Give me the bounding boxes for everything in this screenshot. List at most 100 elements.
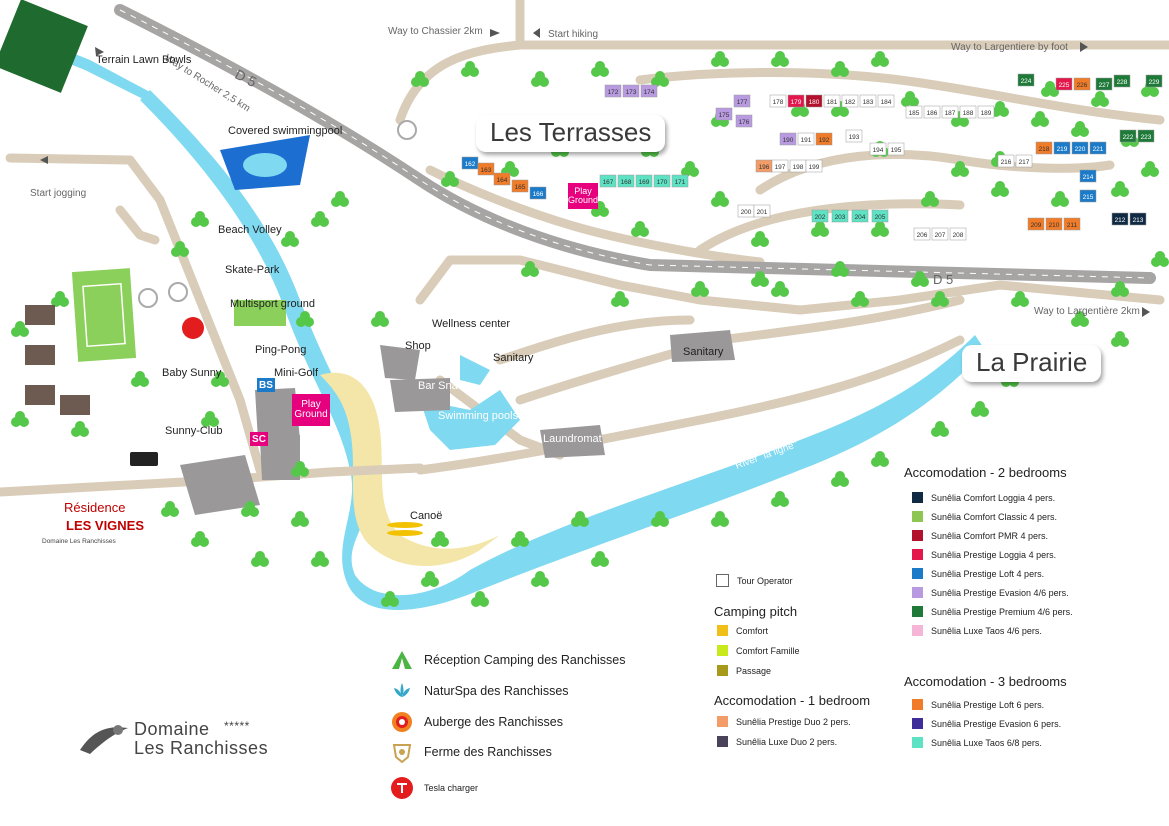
pitch-number: 173 [626, 89, 637, 96]
pitch-number: 218 [1039, 146, 1050, 153]
pitch-number: 217 [1019, 159, 1030, 166]
tree [1111, 331, 1129, 347]
parking-icons [138, 120, 417, 308]
road-jogging: Start jogging [30, 188, 87, 199]
tree [11, 321, 29, 337]
tree [211, 371, 229, 387]
pitch-number: 163 [481, 167, 492, 174]
tree [921, 191, 939, 207]
pitch: 209 [1027, 217, 1045, 231]
pitch: 216 [997, 154, 1015, 168]
tree [651, 511, 669, 527]
camping-pitch-label: Comfort [736, 625, 769, 636]
pitch-number: 208 [953, 232, 964, 239]
tesla-charger-icon [391, 777, 413, 799]
pitch: 220 [1071, 141, 1089, 155]
tree [831, 61, 849, 77]
swimming-pools-label: Swimming pools [438, 410, 519, 422]
two-bedroom-label: Sunêlia Comfort Classic 4 pers. [931, 511, 1058, 522]
zone-la-prairie: La Prairie [962, 345, 1102, 382]
three-bedroom-label: Sunêlia Prestige Evasion 6 pers. [931, 718, 1062, 729]
pitch: 180 [805, 94, 823, 108]
pitch: 171 [671, 174, 689, 188]
tree [871, 221, 889, 237]
spa-lotus-icon [394, 683, 410, 697]
pitch: 229 [1145, 74, 1163, 88]
pitch-number: 203 [835, 214, 846, 221]
pitch: 211 [1063, 217, 1081, 231]
camping-pitch-label: Comfort Famille [736, 645, 800, 656]
three-bedroom-swatch [912, 699, 923, 710]
two-bedroom-item: Sunêlia Comfort Loggia 4 pers. [912, 492, 1055, 503]
two-bedroom-item: Sunêlia Luxe Taos 4/6 pers. [912, 625, 1042, 636]
symbol-legend-item: NaturSpa des Ranchisses [390, 679, 569, 703]
pitch: 182 [841, 94, 859, 108]
two-bedroom-label: Sunêlia Prestige Evasion 4/6 pers. [931, 587, 1069, 598]
tree [251, 551, 269, 567]
tree [461, 61, 479, 77]
covered-pool-label: Covered swimmingpool [228, 125, 343, 137]
tree [831, 471, 849, 487]
logo-line1: Domaine [134, 719, 210, 739]
tree [296, 311, 314, 327]
pitch-number: 229 [1149, 79, 1160, 86]
pitch-number: 209 [1031, 222, 1042, 229]
three-bedroom-swatch [912, 718, 923, 729]
tree [131, 371, 149, 387]
pitch: 195 [887, 142, 905, 156]
tree [1111, 181, 1129, 197]
tree [691, 281, 709, 297]
symbol-legend-label: Ferme des Ranchisses [424, 745, 552, 759]
tree [311, 211, 329, 227]
tree [591, 551, 609, 567]
pitch-number: 220 [1075, 146, 1086, 153]
tree [531, 571, 549, 587]
pitch-number: 214 [1083, 174, 1094, 181]
two-bedroom-swatch [912, 587, 923, 598]
roads [0, 0, 1169, 497]
logo-stars: ***** [224, 719, 250, 733]
pitch-number: 170 [657, 179, 668, 186]
three-bedroom-title: Accomodation - 3 bedrooms [904, 674, 1067, 689]
pitch-number: 207 [935, 232, 946, 239]
tree [241, 501, 259, 517]
two-bedroom-swatch [912, 530, 923, 541]
pitch-number: 213 [1133, 217, 1144, 224]
sanitary-label-2: Sanitary [683, 346, 724, 358]
tree [711, 191, 729, 207]
pitch: 217 [1015, 154, 1033, 168]
pitch: 198 [789, 159, 807, 173]
tree [831, 261, 849, 277]
pitch: 174 [640, 84, 658, 98]
buildings [180, 330, 735, 515]
tree [871, 51, 889, 67]
pitch-number: 189 [981, 110, 992, 117]
tree [931, 421, 949, 437]
pitch: 188 [959, 105, 977, 119]
pitch: 219 [1053, 141, 1071, 155]
pitch-number: 185 [909, 110, 920, 117]
pitch: 204 [851, 209, 869, 223]
canoe-label: Canoë [410, 510, 443, 522]
pitch: 192 [815, 132, 833, 146]
pitch-number: 186 [927, 110, 938, 117]
pitch-number: 167 [603, 179, 614, 186]
wellness-label: Wellness center [432, 318, 511, 330]
pitch: 225 [1055, 77, 1073, 91]
tree [1151, 251, 1169, 267]
tree [851, 291, 869, 307]
tree [411, 71, 429, 87]
one-bedroom-item: Sunêlia Luxe Duo 2 pers. [717, 736, 837, 747]
three-bedroom-label: Sunêlia Luxe Taos 6/8 pers. [931, 737, 1042, 748]
pitch: 163 [477, 162, 495, 176]
pitch-number: 212 [1115, 217, 1126, 224]
camping-pitch-swatch [717, 625, 728, 636]
tree [631, 221, 649, 237]
camping-pitch-item: Passage [717, 665, 771, 676]
tree [71, 421, 89, 437]
two-bedroom-swatch [912, 492, 923, 503]
pitch-number: 169 [639, 179, 650, 186]
symbol-legend-item: Tesla charger [390, 776, 478, 800]
tree [431, 531, 449, 547]
